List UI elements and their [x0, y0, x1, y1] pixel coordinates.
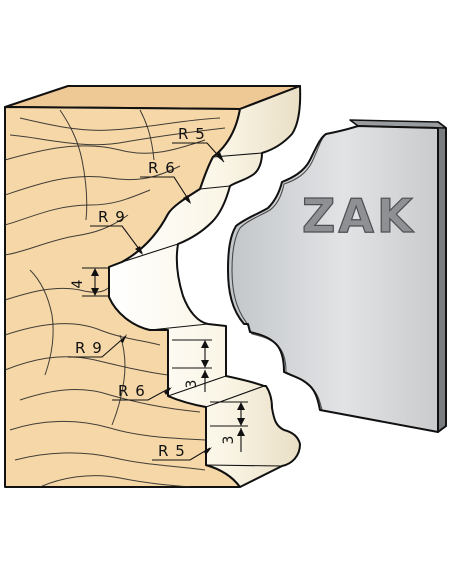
- dim-4: 4: [70, 279, 86, 288]
- knife-side-face: [437, 121, 447, 433]
- knife-brand: ZAK: [302, 189, 416, 243]
- label-r5-bottom: R 5: [158, 442, 186, 460]
- wood-grain: [4, 109, 226, 488]
- label-r6-top: R 6: [148, 159, 176, 177]
- label-r6-bottom: R 6: [118, 382, 146, 400]
- annotations: R 5 R 6 R 9 4 R 9 3 R 6: [68, 125, 248, 461]
- label-r9-bottom: R 9: [75, 339, 103, 357]
- dim-3-lower: 3: [221, 436, 237, 445]
- label-r9-top: R 9: [98, 208, 126, 226]
- moulding-profile: [108, 85, 302, 488]
- label-r5-top: R 5: [178, 125, 206, 143]
- dim-3-upper: 3: [184, 380, 200, 389]
- cutter-knife: ZAK: [227, 119, 447, 433]
